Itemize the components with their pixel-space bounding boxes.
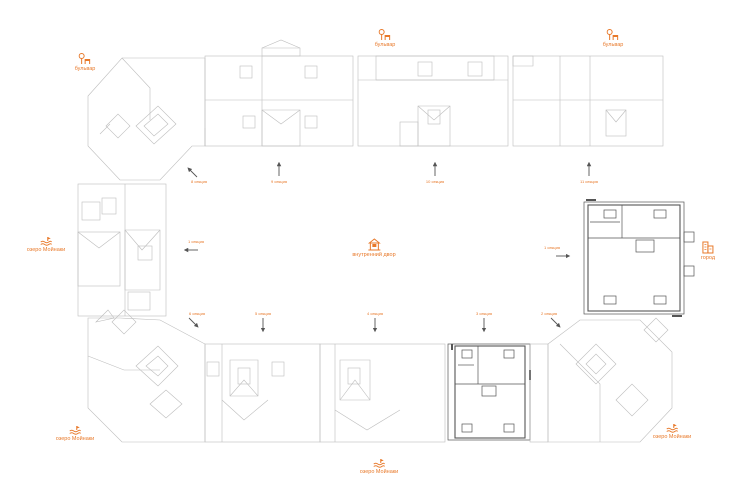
lake-icon xyxy=(666,424,678,433)
label-section-9: 9 секция xyxy=(270,179,288,184)
label-lake-bottom: озеро Мойнаки xyxy=(359,469,399,475)
label-lake-left: озеро Мойнаки xyxy=(26,247,66,253)
label-boulevard-center: бульвар xyxy=(374,42,396,48)
building-bottom-middle xyxy=(319,343,446,443)
orientation-boulevard-right: бульвар xyxy=(602,29,624,48)
label-section-5: 5 секция xyxy=(254,311,272,316)
orientation-boulevard-left: бульвар xyxy=(74,53,96,72)
label-boulevard-left: бульвар xyxy=(74,66,96,72)
orientation-lake-left: озеро Мойнаки xyxy=(26,236,66,253)
label-section-1-right: 1 секция xyxy=(543,245,561,250)
label-section-8: 8 секция xyxy=(190,179,208,184)
building-left xyxy=(77,183,167,317)
lake-icon xyxy=(69,426,81,435)
building-top-left xyxy=(204,39,354,147)
lake-icon xyxy=(373,459,385,468)
label-city: город xyxy=(700,255,716,261)
orientation-courtyard: внутренний двор xyxy=(352,238,396,258)
label-section-10: 10 секция xyxy=(425,179,445,184)
label-lake-bottom-right: озеро Мойнаки xyxy=(652,434,692,440)
orientation-lake-bottom: озеро Мойнаки xyxy=(359,458,399,475)
city-buildings-icon xyxy=(702,241,714,254)
bench-tree-icon xyxy=(607,29,619,40)
orientation-lake-bottom-right: озеро Мойнаки xyxy=(652,423,692,440)
orientation-city: город xyxy=(701,241,715,261)
bench-tree-icon xyxy=(79,53,91,64)
label-section-2: 2 секция xyxy=(540,311,558,316)
playground-icon xyxy=(367,238,381,251)
arrow-section-2 xyxy=(550,317,561,328)
lake-icon xyxy=(40,237,52,246)
building-corner-bottom-right xyxy=(547,317,673,443)
building-corner-bottom-left xyxy=(87,309,206,443)
label-section-1-left: 1 секция xyxy=(187,239,205,244)
label-section-6: 6 секция xyxy=(188,311,206,316)
bench-tree-icon xyxy=(379,29,391,40)
building-top-right xyxy=(512,55,664,147)
building-bottom-left xyxy=(204,343,321,443)
building-bottom-right-part xyxy=(529,343,549,443)
orientation-boulevard-center: бульвар xyxy=(374,29,396,48)
arrow-section-6 xyxy=(188,317,199,328)
label-section-11: 11 секция xyxy=(580,179,598,184)
label-courtyard: внутренний двор xyxy=(352,252,396,258)
building-corner-top-left xyxy=(87,57,206,181)
floorplan-section-1 xyxy=(583,199,695,317)
label-section-3: 3 секция xyxy=(475,311,493,316)
section-arrows xyxy=(183,161,592,333)
floorplan-section-3 xyxy=(447,343,531,441)
label-lake-bottom-left: озеро Мойнаки xyxy=(55,436,95,442)
arrow-section-8 xyxy=(187,167,198,178)
building-top-middle xyxy=(357,55,509,147)
label-section-4: 4 секция xyxy=(366,311,384,316)
orientation-lake-bottom-left: озеро Мойнаки xyxy=(55,425,95,442)
label-boulevard-right: бульвар xyxy=(602,42,624,48)
